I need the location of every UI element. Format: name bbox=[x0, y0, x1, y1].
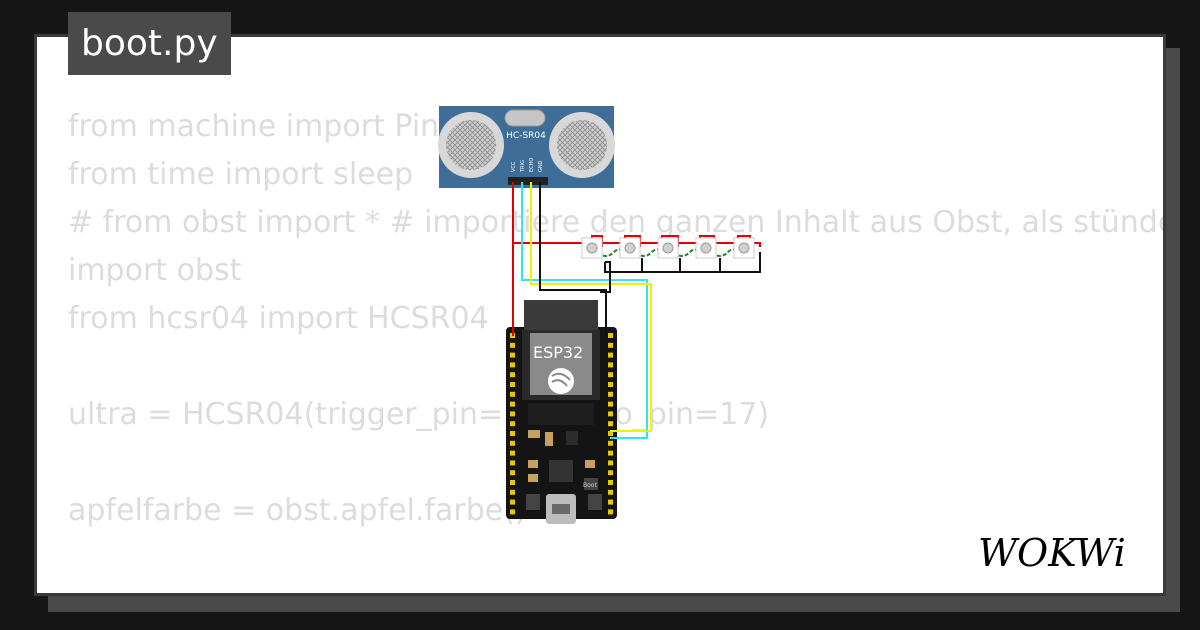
wire-trig bbox=[521, 182, 648, 439]
header-pin[interactable] bbox=[608, 470, 613, 476]
header-pin[interactable] bbox=[608, 499, 613, 505]
led-lens bbox=[738, 242, 750, 254]
header-pin[interactable] bbox=[510, 489, 515, 495]
wire-data-chain bbox=[597, 248, 741, 257]
header-pin[interactable] bbox=[510, 470, 515, 476]
code-preview: from machine import Pin from time import … bbox=[68, 103, 1166, 593]
header-pin[interactable] bbox=[608, 372, 613, 378]
header-pin[interactable] bbox=[510, 450, 515, 456]
sensor-pin-label: GND bbox=[538, 160, 544, 172]
led-lens bbox=[700, 242, 712, 254]
header-pin[interactable] bbox=[608, 391, 613, 397]
header-pin[interactable] bbox=[608, 362, 613, 368]
sensor-pin-label: ECHO bbox=[529, 158, 535, 172]
wokwi-logo: WOKWi bbox=[976, 526, 1152, 582]
header-pin[interactable] bbox=[510, 509, 515, 515]
sensor-pin-label: VCC bbox=[511, 161, 517, 172]
header-pin[interactable] bbox=[608, 411, 613, 417]
file-tab[interactable]: boot.py bbox=[68, 12, 231, 75]
wire-gnd bbox=[539, 182, 607, 336]
header-pin[interactable] bbox=[510, 372, 515, 378]
sensor-pin-label: TRIG bbox=[520, 160, 526, 173]
header-pin[interactable] bbox=[510, 411, 515, 417]
header-pin[interactable] bbox=[608, 333, 613, 338]
header-pin[interactable] bbox=[510, 440, 515, 446]
code-line: # while True: bbox=[68, 583, 1163, 593]
header-pin[interactable] bbox=[608, 342, 613, 348]
header-pin[interactable] bbox=[510, 352, 515, 358]
code-line: import obst bbox=[68, 253, 242, 288]
header-pin[interactable] bbox=[608, 382, 613, 387]
header-pin[interactable] bbox=[510, 362, 515, 368]
sensor-label: HC-SR04 bbox=[506, 131, 546, 141]
wire-vcc bbox=[512, 182, 761, 247]
header-pin[interactable] bbox=[608, 450, 613, 456]
led-lens bbox=[662, 242, 674, 254]
header-pin[interactable] bbox=[510, 401, 515, 407]
header-pin[interactable] bbox=[608, 489, 613, 495]
header-pin[interactable] bbox=[608, 421, 613, 427]
header-pin[interactable] bbox=[608, 480, 613, 485]
header-pin[interactable] bbox=[510, 391, 515, 397]
boot-button-right[interactable] bbox=[588, 494, 602, 510]
code-line: from hcsr04 import HCSR04 bbox=[68, 301, 489, 336]
header-pin[interactable] bbox=[608, 509, 613, 515]
boot-button[interactable] bbox=[584, 478, 598, 490]
wire-gnd-strip bbox=[600, 252, 761, 293]
boot-label: Boot bbox=[583, 482, 597, 489]
header-pin[interactable] bbox=[608, 431, 613, 436]
led-lens bbox=[586, 242, 598, 254]
esp32-label: ESP32 bbox=[533, 343, 583, 362]
header-pin[interactable] bbox=[608, 440, 613, 446]
code-line: from time import sleep bbox=[68, 157, 414, 192]
header-pin[interactable] bbox=[510, 431, 515, 436]
header-pin[interactable] bbox=[510, 499, 515, 505]
en-button[interactable] bbox=[526, 494, 540, 510]
esp32-board[interactable]: ESP32 Boot bbox=[506, 300, 617, 524]
header-pin[interactable] bbox=[510, 480, 515, 485]
header-pin[interactable] bbox=[510, 342, 515, 348]
code-line: apfelfarbe = obst.apfel.farbe() bbox=[68, 493, 527, 528]
header-pin[interactable] bbox=[608, 401, 613, 407]
led-strip[interactable] bbox=[581, 237, 755, 259]
usb-chip bbox=[549, 460, 573, 482]
header-pin[interactable] bbox=[510, 421, 515, 427]
code-line: from machine import Pin bbox=[68, 109, 440, 144]
led-lens bbox=[624, 242, 636, 254]
header-pin[interactable] bbox=[510, 460, 515, 466]
wokwi-logo-text: WOKWi bbox=[978, 531, 1126, 575]
wire-echo bbox=[530, 182, 652, 432]
header-pin[interactable] bbox=[608, 460, 613, 466]
code-line: # from obst import * # importiere den ga… bbox=[68, 205, 1166, 240]
header-pin[interactable] bbox=[608, 352, 613, 358]
header-pin[interactable] bbox=[510, 382, 515, 387]
wires bbox=[512, 182, 761, 439]
